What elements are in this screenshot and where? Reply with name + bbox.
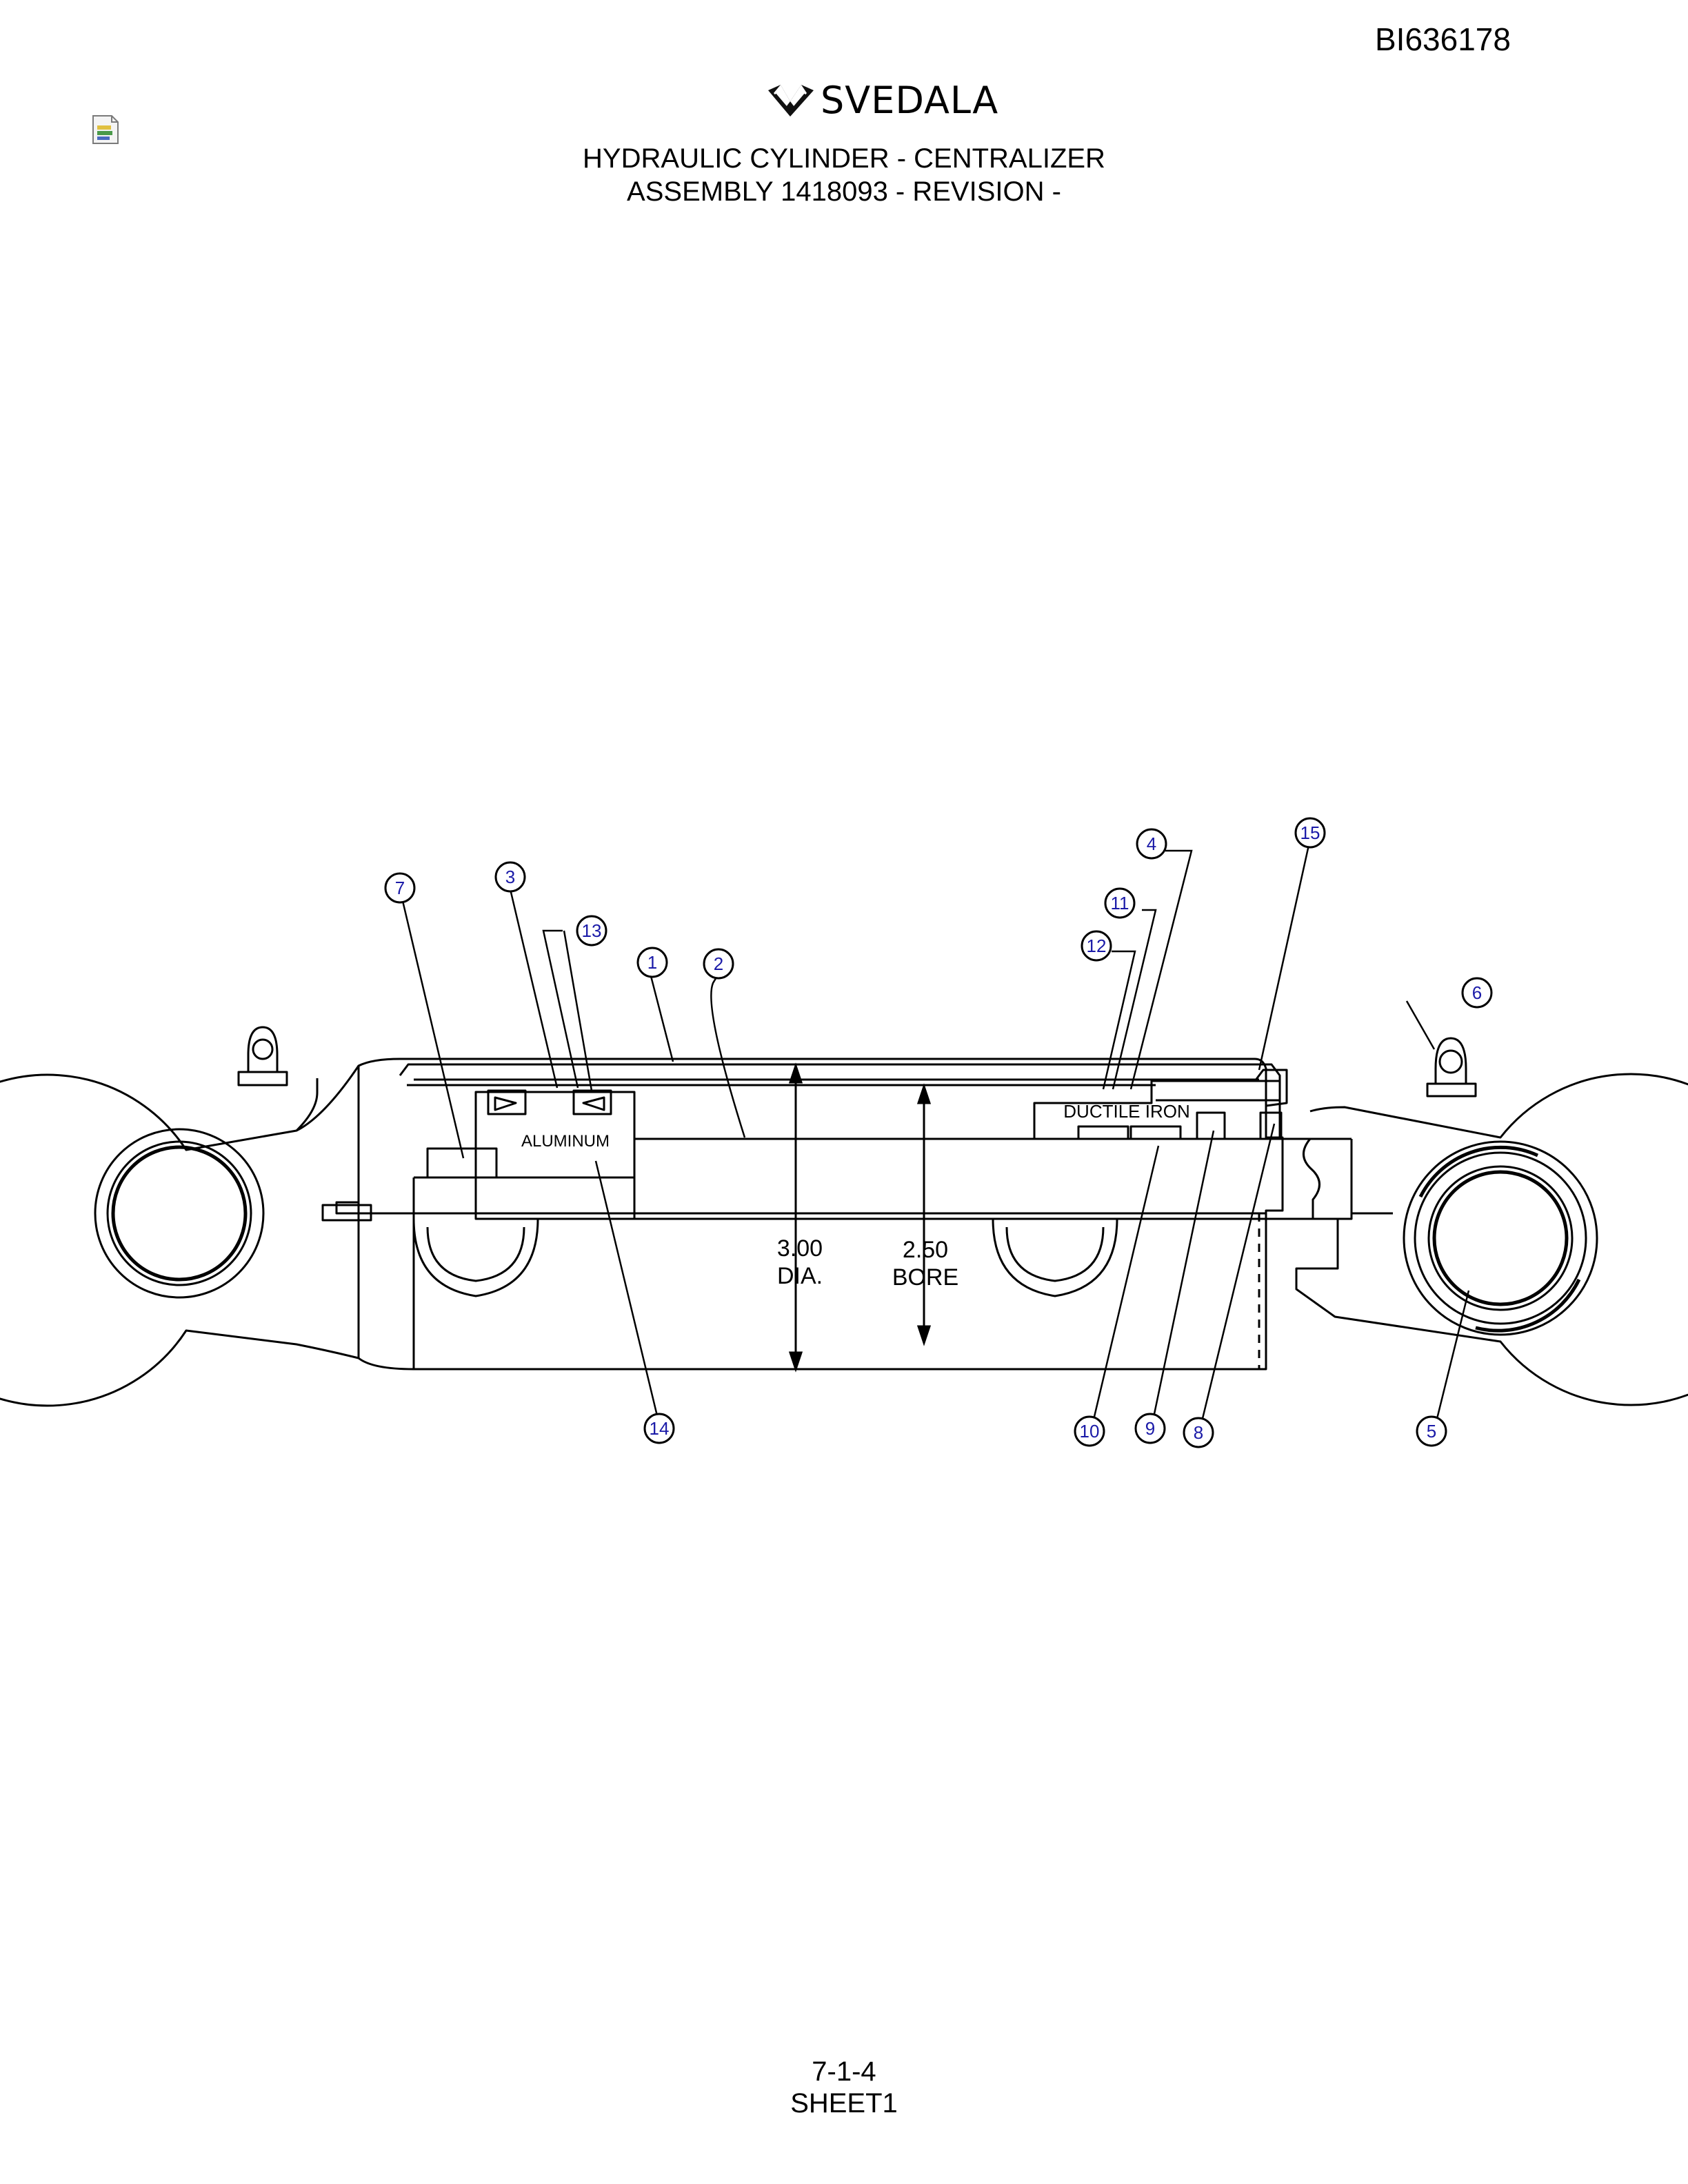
svg-text:9: 9 [1145,1418,1155,1439]
title-line-1: HYDRAULIC CYLINDER - CENTRALIZER [583,143,1105,174]
svg-text:2: 2 [714,953,723,974]
svg-text:15: 15 [1300,822,1320,843]
svg-text:6: 6 [1472,982,1482,1003]
material-label-aluminum: ALUMINUM [521,1132,610,1151]
svg-text:14: 14 [650,1418,670,1439]
brand-name: SVEDALA [821,78,999,122]
svg-text:4: 4 [1147,833,1156,854]
title-line-2: ASSEMBLY 1418093 - REVISION - [627,176,1061,207]
svedala-mark-icon [768,85,814,117]
dimension-bore-value: 2.50 [903,1237,948,1263]
document-id: BI636178 [1375,21,1511,57]
dimension-bore-label: BORE [892,1264,958,1291]
sheet-label: SHEET1 [790,2088,898,2119]
drawing-title: HYDRAULIC CYLINDER - CENTRALIZER ASSEMBL… [0,142,1688,208]
cylinder-outline [0,1026,1688,1407]
callout-bubble-1: 1 [636,947,668,978]
material-label-ductile-iron: DUCTILE IRON [1063,1101,1189,1122]
page-number: 7-1-4 [812,2056,876,2087]
svg-text:3: 3 [505,867,515,887]
svg-text:10: 10 [1080,1421,1100,1442]
dimension-outer-value: 3.00 [777,1235,823,1262]
svg-text:1: 1 [647,952,657,973]
callout-bubble-11: 11 [1104,887,1136,919]
callout-bubble-7: 7 [384,872,416,904]
callout-bubble-13: 13 [576,915,607,947]
svg-text:5: 5 [1427,1421,1436,1442]
dimension-outer-label: DIA. [777,1263,823,1289]
svg-text:13: 13 [582,920,602,941]
callout-bubble-8: 8 [1183,1417,1214,1448]
callout-bubble-5: 5 [1416,1415,1447,1447]
document-icon[interactable] [91,114,120,145]
callout-bubble-9: 9 [1134,1413,1166,1444]
callout-bubble-6: 6 [1461,977,1493,1009]
callout-bubble-3: 3 [494,861,526,893]
callout-bubble-12: 12 [1081,930,1112,962]
svg-text:7: 7 [395,878,405,898]
callout-bubble-14: 14 [643,1413,675,1444]
svedala-logo: SVEDALA [765,72,998,128]
callout-bubble-10: 10 [1074,1415,1105,1447]
callout-bubble-4: 4 [1136,828,1167,860]
page-footer: 7-1-4 SHEET1 [0,2056,1688,2119]
svg-text:11: 11 [1111,893,1129,913]
callout-bubble-2: 2 [703,948,734,980]
callout-bubble-15: 15 [1294,817,1326,849]
leader-lines [399,845,1470,1432]
svg-text:12: 12 [1087,936,1107,956]
svg-text:8: 8 [1194,1422,1203,1443]
dimension-lines [788,1062,932,1373]
